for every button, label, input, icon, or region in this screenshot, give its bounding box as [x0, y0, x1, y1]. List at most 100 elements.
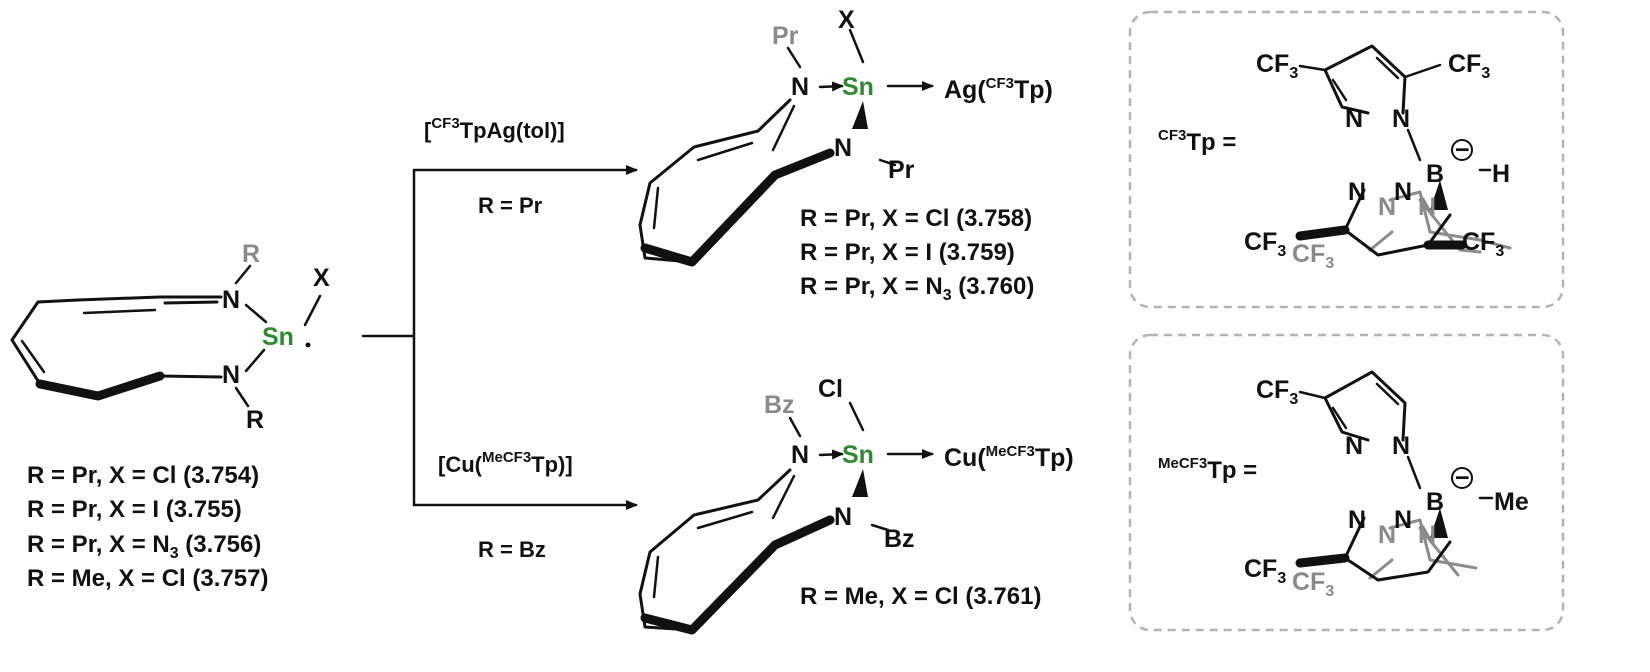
top-boron: B — [1426, 160, 1444, 188]
reactant-dative-bonds — [244, 294, 322, 373]
top-n-grey-1: N — [1378, 193, 1396, 221]
top-n-grey-2: N — [1418, 193, 1436, 221]
bottom-product-n-top: N — [791, 441, 809, 469]
top-product-ring-wedge-bond — [640, 148, 835, 267]
bottom-ligand-wedge — [1430, 508, 1448, 538]
bottom-boron-minus: − — [1455, 464, 1470, 492]
reactant-label-1: R = Pr, X = Cl (3.754) — [27, 462, 259, 489]
reactant-n-bottom: N — [222, 361, 240, 389]
bottom-boron-charge — [1451, 467, 1473, 489]
top-product-imine-double-bond — [771, 104, 796, 152]
bottom-n-front-left: N — [1348, 506, 1366, 534]
bottom-n-grey-1: N — [1378, 521, 1396, 549]
bottom-pyrazole-back-inner — [1331, 382, 1400, 430]
bottom-ligand-box — [1128, 333, 1565, 632]
top-pyrazole-back-ring — [1323, 44, 1407, 115]
top-product-ring-inner-bonds — [652, 141, 754, 230]
top-pyrazole-front-ring — [1343, 188, 1452, 257]
bottom-n-left: N — [1345, 432, 1363, 460]
reactant-n-r-bonds — [234, 264, 252, 408]
top-pyrazole-back-inner — [1331, 56, 1400, 102]
bottom-product-cu: Cu(MeCF3Tp) — [944, 443, 1074, 472]
bottom-n-grey-2: N — [1418, 521, 1436, 549]
top-product-wedge — [852, 101, 868, 129]
bottom-product-n-sn-arrow — [818, 449, 844, 460]
top-n-left: N — [1345, 105, 1363, 133]
top-cf3-grey-left: CF3 — [1292, 240, 1334, 272]
bottom-reagent: [Cu(MeCF3Tp)] — [438, 449, 573, 477]
top-condition: R = Pr — [478, 193, 543, 218]
top-product-pr-top: Pr — [772, 22, 799, 50]
top-n-front-right: N — [1394, 178, 1412, 206]
bottom-product-imine-double-bond — [771, 474, 796, 520]
bottom-product-n-bottom: N — [834, 503, 852, 531]
top-boron-charge — [1451, 139, 1473, 161]
top-product-x: X — [838, 6, 855, 34]
branch-line — [361, 168, 416, 507]
bottom-product-bz-bottom: Bz — [884, 525, 915, 553]
top-product-molecule: Pr X N Sn Ag(CF3Tp) N Pr — [638, 6, 1053, 267]
bottom-cf3-left: CF3 — [1256, 376, 1298, 408]
top-cf3-front-right: CF3 — [1462, 228, 1504, 260]
reactant-molecule: R X N Sn N R — [10, 240, 330, 434]
top-product-label-2: R = Pr, X = I (3.759) — [800, 239, 1015, 266]
bottom-pyrazole-front-ring — [1343, 516, 1452, 582]
reactant-labels: R = Pr, X = Cl (3.754) R = Pr, X = I (3.… — [27, 462, 268, 592]
reactant-ring-wedge-bond — [35, 371, 165, 401]
top-product-ag: Ag(CF3Tp) — [944, 75, 1053, 104]
bottom-product-ring-wedge-bond — [640, 515, 835, 635]
top-cf3-right: CF3 — [1448, 50, 1490, 82]
reaction-arrows — [361, 165, 638, 510]
top-product-bonds — [786, 28, 897, 167]
top-ligand-structure: CF3 CF3 N N B − H N N N N CF3 CF3 CF3 — [1244, 44, 1512, 272]
bottom-ligand-label: MeCF3Tp = — [1158, 455, 1257, 484]
bottom-cf3-front-left: CF3 — [1244, 555, 1286, 587]
top-product-pr-bottom: Pr — [888, 156, 915, 184]
bottom-boron: B — [1426, 488, 1444, 516]
top-reagent: [CF3TpAg(tol)] — [424, 115, 565, 143]
bottom-product-bonds — [788, 401, 890, 532]
reactant-n-top: N — [222, 286, 240, 314]
bottom-n-right: N — [1392, 432, 1410, 460]
bottom-product-molecule: Bz Cl N Sn Cu(MeCF3Tp) N Bz — [638, 375, 1074, 635]
bottom-cf3-grey-left: CF3 — [1292, 568, 1334, 600]
top-pyrazole-grey-ring — [1368, 190, 1512, 254]
bottom-ligand-substituent-bonds — [1298, 390, 1494, 500]
reactant-ring-inner-bonds — [20, 308, 157, 374]
top-pyrazole-front-wedge — [1295, 225, 1467, 250]
bottom-product-label: R = Me, X = Cl (3.761) — [800, 583, 1041, 610]
reactant-lone-pair-dot — [305, 342, 311, 348]
bottom-ligand-structure: CF3 N N B − Me N N N N CF3 CF3 — [1244, 370, 1529, 600]
top-product-n-sn-arrow — [818, 81, 844, 92]
reactant-sn: Sn — [262, 323, 294, 351]
top-cf3-front-left: CF3 — [1244, 228, 1286, 260]
top-cf3-left: CF3 — [1256, 50, 1298, 82]
top-ligand-substituent-bonds — [1298, 63, 1492, 172]
top-product-n-top: N — [791, 73, 809, 101]
top-boron-minus: − — [1455, 136, 1470, 164]
top-product-label-1: R = Pr, X = Cl (3.758) — [800, 205, 1032, 232]
top-n-right: N — [1392, 105, 1410, 133]
reactant-r-top: R — [242, 240, 260, 268]
top-n-front-left: N — [1348, 178, 1366, 206]
reactant-imine-double-bond — [163, 300, 219, 305]
reactant-label-3: R = Pr, X = N3 (3.756) — [27, 531, 261, 562]
reactant-r-bottom: R — [246, 406, 264, 434]
top-product-labels: R = Pr, X = Cl (3.758) R = Pr, X = I (3.… — [800, 205, 1034, 304]
top-ligand-wedge — [1430, 180, 1448, 210]
bottom-product-wedge — [852, 469, 868, 497]
reactant-label-4: R = Me, X = Cl (3.757) — [27, 565, 268, 592]
bottom-product-ring-bonds — [638, 468, 792, 632]
bottom-product-sn: Sn — [842, 441, 874, 469]
bottom-condition: R = Bz — [478, 537, 546, 562]
reactant-x: X — [313, 264, 330, 292]
bottom-product-ring-inner-bonds — [652, 510, 754, 599]
top-product-n-bottom: N — [834, 134, 852, 162]
bottom-product-cl: Cl — [818, 375, 843, 403]
bottom-pyrazole-grey-ring — [1368, 518, 1478, 580]
top-hydrogen: H — [1492, 160, 1510, 188]
top-product-sn: Sn — [842, 73, 874, 101]
reactant-label-2: R = Pr, X = I (3.755) — [27, 496, 242, 523]
